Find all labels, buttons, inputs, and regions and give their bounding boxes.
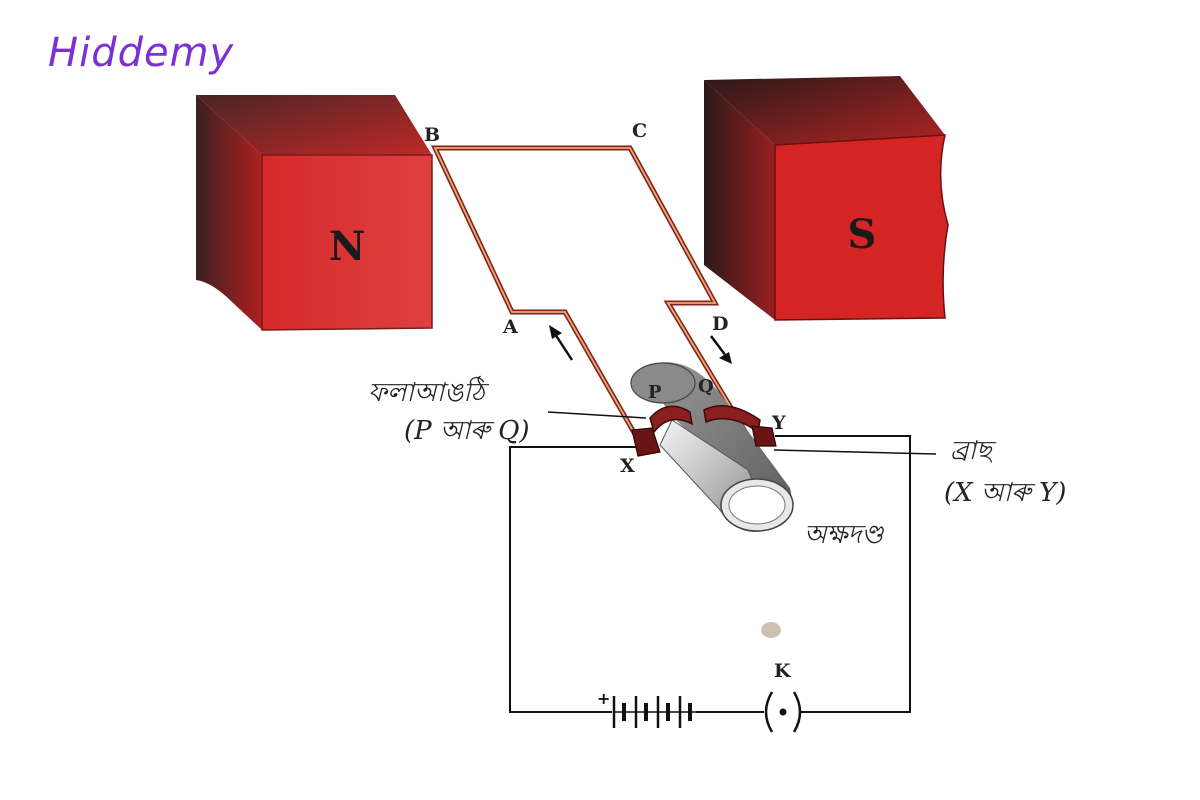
brushes-sub-label: (X আৰু Y) [944,478,1067,508]
external-circuit [509,435,911,713]
slip-ring-p [649,405,693,434]
point-p-label: P [648,382,662,403]
point-k-label: K [774,660,791,682]
south-magnet: S [704,76,949,321]
brush-y [751,425,777,447]
coil-abcd [431,145,751,438]
battery-plus-label: + [597,689,610,708]
smudge-mark [761,622,781,638]
battery [612,696,696,728]
slip-ring-leader [547,411,647,419]
current-arrow-up [549,325,574,361]
north-pole-label: N [329,223,366,270]
north-magnet: N [196,95,433,331]
point-a-label: A [503,316,518,338]
point-c-label: C [632,120,648,142]
point-d-label: D [712,313,729,335]
brand-logo: Hiddemy [48,30,235,76]
key-switch [764,691,802,733]
point-x-label: X [620,455,635,477]
point-q-label: Q [698,376,714,397]
brush-leader [773,449,937,455]
point-y-label: Y [772,412,786,434]
axle [630,362,794,532]
slip-rings-label: ফলাআঙঠি [368,378,485,408]
brush-x [631,427,661,457]
south-pole-label: S [848,211,877,258]
point-b-label: B [424,124,441,146]
brushes-label: ব্ৰাছ [950,436,992,466]
current-arrow-down [710,335,732,364]
axle-label: অক্ষদণ্ড [804,520,884,550]
slip-rings-sub-label: (P আৰু Q) [404,416,530,446]
